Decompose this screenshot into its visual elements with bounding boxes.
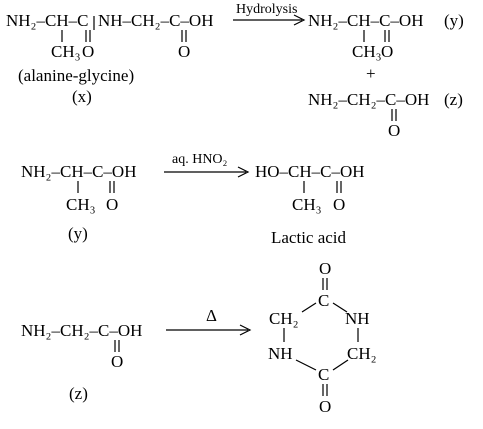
dipeptide-oxygen-1: O (82, 42, 94, 61)
dipeptide-main-left: NH₂–CH–C (6, 11, 88, 30)
dipeptide-main-right: NH–CH₂–C–OH (98, 11, 214, 30)
lactic-main: HO–CH–C–OH (255, 162, 365, 181)
hydrolysis-label: Hydrolysis (236, 2, 297, 17)
ring-top-oxygen: O (319, 259, 331, 278)
reaction-3-cyclisation: NH₂–CH₂–C–OH O (z) Δ O C CH₂ NH NH CH₂ C… (21, 259, 377, 416)
reactant-y-methyl: CH₃ (66, 195, 96, 214)
ring-bond-nh-c (295, 359, 317, 371)
product-y-label: (y) (444, 11, 464, 30)
ring-bottom-carbon: C (318, 365, 329, 384)
lactic-oxygen: O (333, 195, 345, 214)
lactic-methyl: CH₃ (292, 195, 322, 214)
heat-label: Δ (206, 306, 217, 325)
reactant-y-oxygen: O (106, 195, 118, 214)
reactant-y-label: (y) (68, 224, 88, 243)
glycine-oxygen: O (111, 352, 123, 371)
ring-top-carbon: C (318, 291, 329, 310)
reaction-1-hydrolysis: NH₂–CH–C NH–CH₂–C–OH CH₃ O O (alanine-gl… (6, 2, 464, 140)
reaction-2-nitrous-acid: NH₂–CH–C–OH CH₃ O (y) aq. HNO₂ HO–CH–C–O… (21, 152, 365, 247)
lactic-acid-name: Lactic acid (271, 228, 347, 247)
product-z-oxygen: O (388, 121, 400, 140)
product-y-oxygen: O (381, 42, 393, 61)
dipeptide-label: (x) (72, 87, 92, 106)
glycine-label: (z) (69, 384, 88, 403)
heat-arrow-head (239, 324, 252, 336)
product-z-label: (z) (444, 90, 463, 109)
ring-ch2-right: CH₂ (347, 344, 377, 363)
plus-sign: + (366, 64, 376, 83)
ring-bond-c-nh (332, 302, 348, 313)
ring-bond-c-ch2 (332, 359, 349, 371)
ring-nh-left: NH (268, 344, 293, 363)
ring-nh-right: NH (345, 309, 370, 328)
glycine-main: NH₂–CH₂–C–OH (21, 321, 142, 340)
dipeptide-name: (alanine-glycine) (18, 66, 134, 85)
ring-bottom-oxygen: O (319, 397, 331, 416)
hydrolysis-arrow-head (293, 14, 306, 26)
dipeptide-oxygen-2: O (178, 42, 190, 61)
product-y-methyl: CH₃ (352, 42, 382, 61)
hno2-arrow-head (237, 166, 250, 178)
reactant-y-main: NH₂–CH–C–OH (21, 162, 137, 181)
ring-bond-ch2-c (301, 302, 317, 313)
product-z-main: NH₂–CH₂–C–OH (308, 90, 429, 109)
ring-ch2-left: CH₂ (269, 309, 299, 328)
product-y-main: NH₂–CH–C–OH (308, 11, 424, 30)
dipeptide-methyl: CH₃ (51, 42, 81, 61)
hno2-label: aq. HNO₂ (172, 152, 228, 167)
